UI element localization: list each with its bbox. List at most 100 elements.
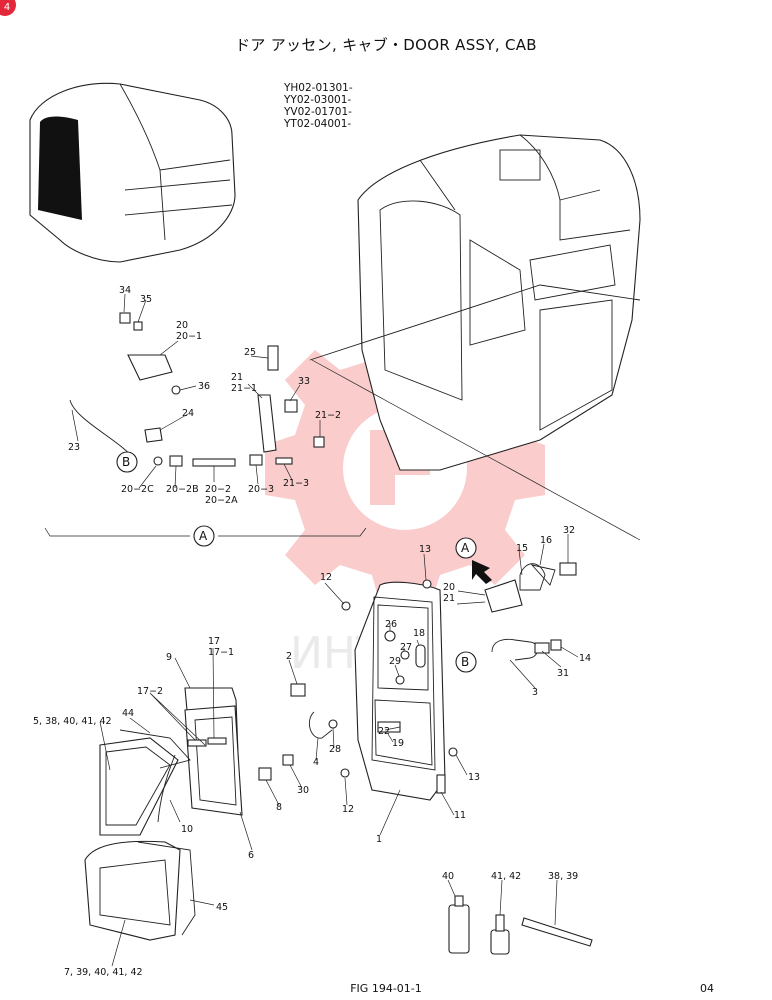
- part-label: 21−3: [283, 478, 309, 489]
- part-label: 40: [442, 871, 454, 882]
- latch-4: [308, 711, 333, 739]
- part-label: 20−2: [205, 484, 231, 495]
- ref-a-detail-text: A: [461, 541, 470, 555]
- part-label: 21−1: [231, 383, 257, 394]
- part-label: 30: [297, 785, 309, 796]
- lever-21-1: [257, 394, 277, 453]
- serial-range-list: YH02-01301- YY02-03001- YV02-01701- YT02…: [284, 82, 353, 130]
- part-label: 20: [443, 582, 455, 593]
- nut-14: [550, 639, 562, 651]
- cab-thumbnail: [29, 82, 236, 263]
- rubber-10: [157, 754, 176, 823]
- part-label: 19: [392, 738, 404, 749]
- page-number: 04: [700, 982, 714, 995]
- part-label: 16: [540, 535, 552, 546]
- handle-3: [491, 638, 538, 661]
- glass-and-seal-parts: [84, 683, 338, 941]
- part-label: 27: [400, 642, 412, 653]
- washer-36: [171, 385, 181, 395]
- ref-b-upper: [116, 451, 138, 473]
- strip-38-39: [521, 917, 593, 947]
- page-title: ドア アッセン, キャブ・DOOR ASSY, CAB: [235, 36, 537, 54]
- part-label: 26: [385, 619, 397, 630]
- joint-20-3: [249, 454, 263, 466]
- joint-20-2b: [169, 455, 183, 467]
- handle-18: [415, 644, 426, 668]
- consumables: [448, 895, 593, 955]
- part-label: 1: [376, 834, 382, 845]
- bracket-15: [519, 563, 546, 591]
- part-label: 25: [244, 347, 256, 358]
- part-label: 20−1: [176, 331, 202, 342]
- grommet-29: [395, 675, 405, 685]
- part-label: 13: [468, 772, 480, 783]
- part-label: 41, 42: [491, 871, 521, 882]
- door-assembly: [340, 579, 458, 801]
- ref-b-upper-text: B: [122, 455, 130, 469]
- part-label: 20−3: [248, 484, 274, 495]
- bracket-8: [258, 767, 272, 781]
- arrow-indicator: [472, 560, 492, 584]
- part-label: 18: [413, 628, 425, 639]
- part-label: 20−2A: [205, 495, 238, 506]
- part-label: 12: [320, 572, 332, 583]
- part-label: 3: [532, 687, 538, 698]
- grommet-27: [400, 650, 410, 660]
- cap-13-bottom: [448, 747, 458, 757]
- cap-13-top: [422, 579, 432, 589]
- bolt-30: [282, 754, 294, 766]
- bolt-33: [284, 399, 298, 413]
- part-label: 28: [329, 744, 341, 755]
- ref-a-bracket: [193, 525, 215, 547]
- hinge-11: [436, 774, 446, 794]
- part-label: 21: [443, 593, 455, 604]
- figure-number: FIG 194-01-1: [350, 982, 422, 995]
- part-label: 14: [579, 653, 591, 664]
- section-bracket-a: [44, 359, 641, 547]
- part-label: 23: [68, 442, 80, 453]
- part-label: 2: [286, 651, 292, 662]
- bushing-21-2: [313, 436, 325, 448]
- serial-range: YV02-01701-: [284, 106, 352, 118]
- highlighted-door-panel: [38, 116, 82, 220]
- lock-linkage-parts: [69, 312, 325, 473]
- handle-16: [530, 564, 556, 586]
- serial-range: YT02-04001-: [284, 118, 352, 130]
- door-latch-parts: [455, 537, 577, 673]
- part-label: 32: [563, 525, 575, 536]
- lock-20-1: [127, 354, 173, 381]
- spring-21-3: [275, 457, 293, 465]
- bottle-41-42: [490, 929, 510, 955]
- part-label: 20−2C: [121, 484, 154, 495]
- bolt-32: [559, 562, 577, 576]
- part-label: 17: [208, 636, 220, 647]
- clip-17-1: [207, 737, 227, 745]
- part-label: 4: [313, 757, 319, 768]
- part-label: 20: [176, 320, 188, 331]
- grommet-26: [384, 630, 396, 642]
- handle-25: [267, 345, 279, 371]
- cap-12-bottom: [340, 768, 350, 778]
- seal-45: [137, 841, 196, 936]
- page-corner-badge: 4: [0, 0, 16, 16]
- serial-range: YH02-01301-: [284, 82, 353, 94]
- part-label: 44: [122, 708, 134, 719]
- part-label: 10: [181, 824, 193, 835]
- part-label: 21−2: [315, 410, 341, 421]
- part-label: 11: [454, 810, 466, 821]
- part-label: 8: [276, 802, 282, 813]
- part-label: 20−2B: [166, 484, 199, 495]
- part-label: 6: [248, 850, 254, 861]
- ref-b-detail: [455, 651, 477, 673]
- leader-lines: [71, 293, 579, 967]
- bolt-31: [534, 642, 550, 654]
- part-label: 31: [557, 668, 569, 679]
- glass-7: [84, 840, 181, 941]
- part-label: 38, 39: [548, 871, 578, 882]
- part-label: 15: [516, 543, 528, 554]
- ref-a-bracket-text: A: [199, 529, 208, 543]
- part-label: 17−1: [208, 647, 234, 658]
- seal-44: [119, 729, 191, 769]
- bolt-34: [119, 312, 131, 324]
